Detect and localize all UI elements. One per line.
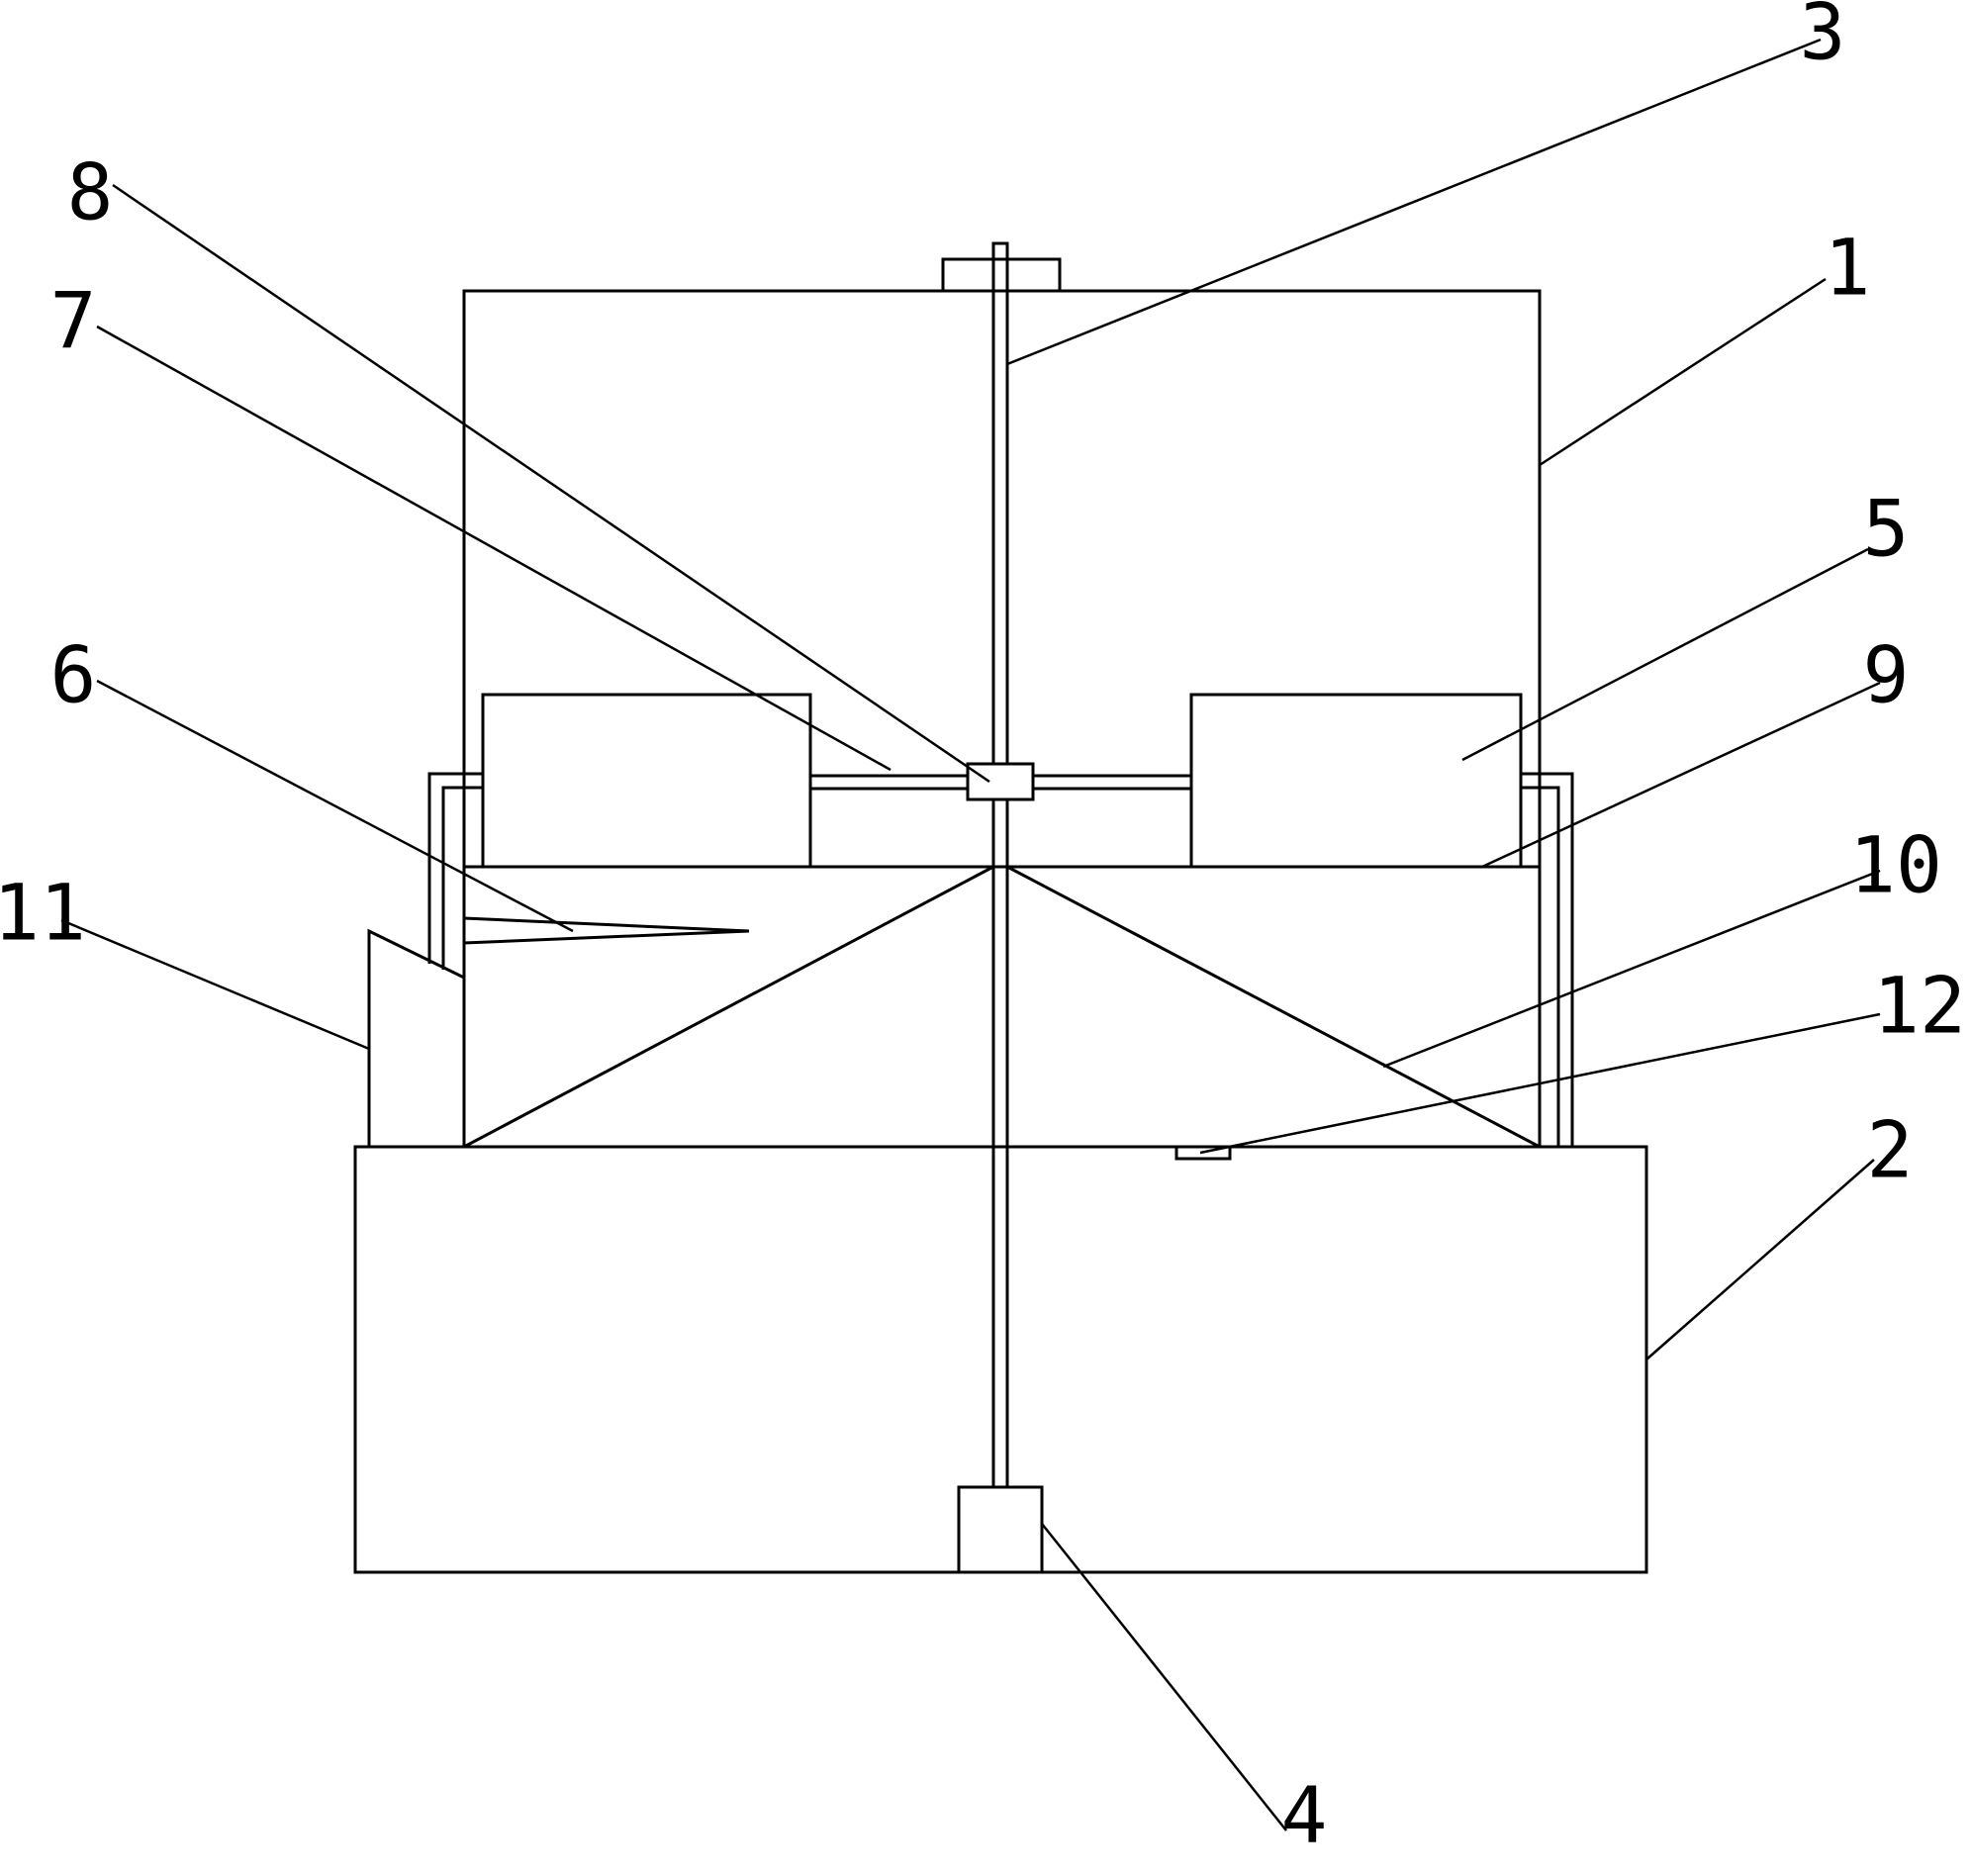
ref-number-8: 8	[67, 148, 114, 237]
left-block	[481, 693, 812, 869]
ref-number-1: 1	[1825, 224, 1871, 313]
right-pipe-inner	[1521, 786, 1560, 1147]
right-block	[1189, 693, 1523, 869]
leader-12	[1199, 1012, 1881, 1155]
ref-number-4: 4	[1281, 1771, 1328, 1860]
base-box	[353, 1145, 1648, 1574]
leader-1	[1539, 277, 1827, 467]
ref-number-9: 9	[1863, 631, 1910, 720]
ref-number-2: 2	[1867, 1106, 1914, 1195]
right-pipe-outer	[1521, 772, 1574, 1147]
leader-9	[1481, 681, 1881, 869]
leader-7	[96, 325, 892, 772]
leader-4	[1041, 1523, 1287, 1831]
left-pipe-inner	[441, 786, 483, 970]
leader-6	[96, 679, 574, 933]
top-cap	[941, 257, 1062, 293]
ref-number-5: 5	[1863, 485, 1910, 574]
left-pipe-outer	[427, 772, 464, 964]
ref-number-7: 7	[50, 277, 97, 366]
central-hub	[966, 762, 1035, 801]
leader-8	[112, 183, 990, 784]
discharge-chute	[367, 928, 465, 1147]
shaft-knob	[991, 241, 1009, 261]
sensor	[1174, 1145, 1232, 1161]
ref-number-6: 6	[50, 631, 97, 720]
ref-number-10: 10	[1849, 821, 1942, 910]
motor	[957, 1485, 1044, 1574]
upper-housing	[462, 289, 1542, 1149]
leader-3	[1006, 38, 1822, 366]
ref-number-12: 12	[1873, 962, 1966, 1051]
leader-11	[60, 918, 370, 1051]
ref-number-3: 3	[1800, 0, 1846, 77]
hopper-right-slope	[1006, 865, 1541, 1149]
ref-number-11: 11	[0, 869, 86, 958]
leader-10	[1382, 869, 1881, 1069]
leader-2	[1645, 1159, 1875, 1360]
hopper-left-slope	[463, 865, 994, 1149]
leader-5	[1461, 547, 1869, 762]
blade	[463, 916, 750, 945]
